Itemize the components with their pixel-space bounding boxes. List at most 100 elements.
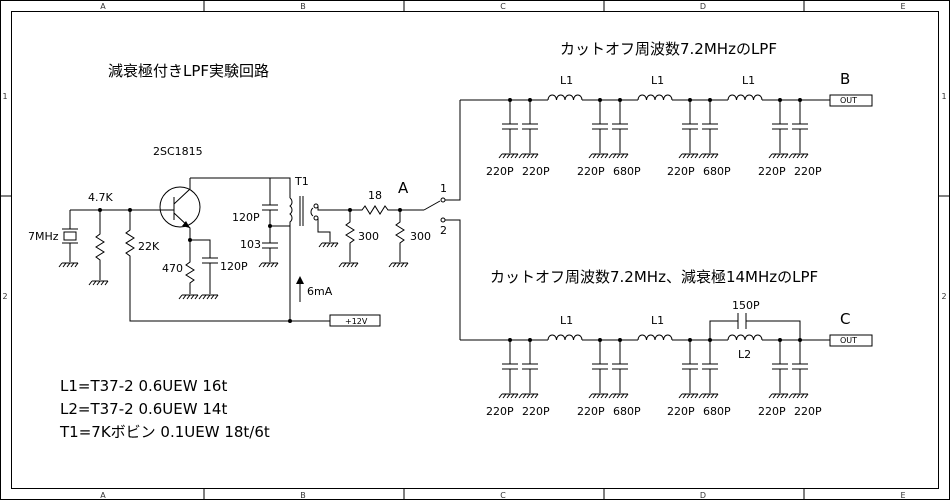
transformer-symbol	[270, 177, 350, 242]
cap-label: 680P	[703, 165, 731, 178]
cap-label: 220P	[758, 405, 786, 418]
r-shunt-2-label: 300	[410, 230, 431, 243]
r-base-label: 22K	[138, 240, 160, 253]
shunt-capacitor-symbol	[592, 98, 608, 153]
lpf-c-out-label: OUT	[840, 336, 857, 345]
note-l2: L2=T37-2 0.6UEW 14t	[60, 400, 227, 418]
shunt-capacitor-symbol	[682, 98, 698, 153]
ground-icon	[788, 393, 809, 399]
ground-icon	[608, 393, 629, 399]
supply-label: +12V	[345, 317, 368, 326]
ground-icon	[258, 262, 279, 268]
c-emitter-label: 120P	[220, 260, 248, 273]
inductor-symbol	[727, 334, 763, 341]
crystal-symbol	[62, 210, 78, 262]
col-label: D	[700, 2, 706, 11]
note-t1: T1=7Kボビン 0.1UEW 18t/6t	[59, 423, 270, 441]
inductor-symbol	[547, 94, 583, 101]
ground-icon	[198, 294, 219, 300]
lpf-b-out-terminal	[829, 94, 873, 107]
supply-terminal	[329, 314, 381, 327]
node-c-label: C	[840, 310, 850, 328]
shunt-capacitor-symbol	[502, 338, 518, 393]
border-row-labels: 1 1 2 2	[2, 92, 946, 301]
c-parallel-label: 150P	[732, 299, 760, 312]
inductor-symbol	[637, 94, 673, 101]
inductor-symbol	[727, 94, 763, 101]
node-a-label: A	[398, 179, 409, 197]
r-base-top-label: 4.7K	[88, 191, 113, 204]
cap-label: 220P	[667, 165, 695, 178]
shunt-capacitor-symbol	[522, 98, 538, 153]
cap-label: 220P	[577, 405, 605, 418]
crystal-label: 7MHz	[28, 230, 59, 243]
shunt-capacitor-symbol	[522, 338, 538, 393]
cap-label: 680P	[613, 165, 641, 178]
lpf-c-title: カットオフ周波数7.2MHz、減衰極14MHzのLPF	[490, 268, 818, 286]
cap-label: 220P	[486, 165, 514, 178]
r-shunt-1-label: 300	[358, 230, 379, 243]
ground-icon	[768, 153, 789, 159]
shunt-capacitor-symbol	[502, 98, 518, 153]
lpf-c-out-terminal	[829, 334, 873, 347]
inductor-symbol	[547, 334, 583, 341]
ground-icon	[338, 262, 359, 268]
ground-icon	[608, 153, 629, 159]
ground-symbols	[58, 242, 409, 300]
ground-icon	[58, 262, 79, 268]
col-label: E	[900, 491, 905, 500]
cap-label: 220P	[522, 405, 550, 418]
main-title: 減衰極付きLPF実験回路	[108, 62, 269, 80]
cap-label: 220P	[667, 405, 695, 418]
ground-icon	[178, 294, 199, 300]
inductor-label: L1	[560, 314, 573, 327]
ground-icon	[498, 393, 519, 399]
c-bypass-label: 103	[240, 238, 261, 251]
c-tank-label: 120P	[232, 211, 260, 224]
node-b-label: B	[840, 70, 850, 88]
col-label: B	[300, 2, 306, 11]
shunt-capacitor-symbol	[612, 338, 628, 393]
lpf-c-circuit: 150P L1 L1 L2 OUT C 220P 220P 220P 680P …	[460, 299, 873, 418]
ground-icon	[318, 242, 339, 248]
inner-border	[11, 11, 939, 489]
row-label: 2	[2, 292, 7, 301]
cap-label: 220P	[577, 165, 605, 178]
ground-icon	[678, 393, 699, 399]
inductor-label: L1	[560, 74, 573, 87]
current-label: 6mA	[307, 285, 333, 298]
inductor-label: L2	[738, 348, 751, 361]
inductor-label: L1	[651, 74, 664, 87]
ground-icon	[698, 153, 719, 159]
lpf-b-circuit: L1 L1 L1 OUT B 220P 220P 220P 680P 220P …	[460, 70, 873, 178]
cap-label: 220P	[486, 405, 514, 418]
inductor-symbol	[637, 334, 673, 341]
shunt-capacitor-symbol	[772, 98, 788, 153]
ground-icon	[388, 262, 409, 268]
col-label: D	[700, 491, 706, 500]
col-label: B	[300, 491, 306, 500]
switch-symbol: 1 2	[423, 100, 461, 340]
ground-icon	[788, 153, 809, 159]
shunt-capacitor-symbol	[772, 338, 788, 393]
border-col-labels-bottom: A B C D E	[100, 491, 905, 500]
col-label: C	[500, 491, 506, 500]
cap-label: 680P	[613, 405, 641, 418]
lpf-b-out-label: OUT	[840, 96, 857, 105]
row-label: 2	[941, 292, 946, 301]
shunt-capacitor-symbol	[792, 98, 808, 153]
note-l1: L1=T37-2 0.6UEW 16t	[60, 377, 227, 395]
lpf-b-title: カットオフ周波数7.2MHzのLPF	[560, 40, 777, 58]
ground-icon	[698, 393, 719, 399]
shunt-capacitor-symbol	[792, 338, 808, 393]
ground-icon	[518, 393, 539, 399]
cap-label: 220P	[758, 165, 786, 178]
ground-icon	[588, 153, 609, 159]
ground-icon	[588, 393, 609, 399]
cap-label: 680P	[703, 405, 731, 418]
row-label: 1	[941, 92, 946, 101]
col-label: A	[100, 491, 106, 500]
cap-label: 220P	[794, 165, 822, 178]
